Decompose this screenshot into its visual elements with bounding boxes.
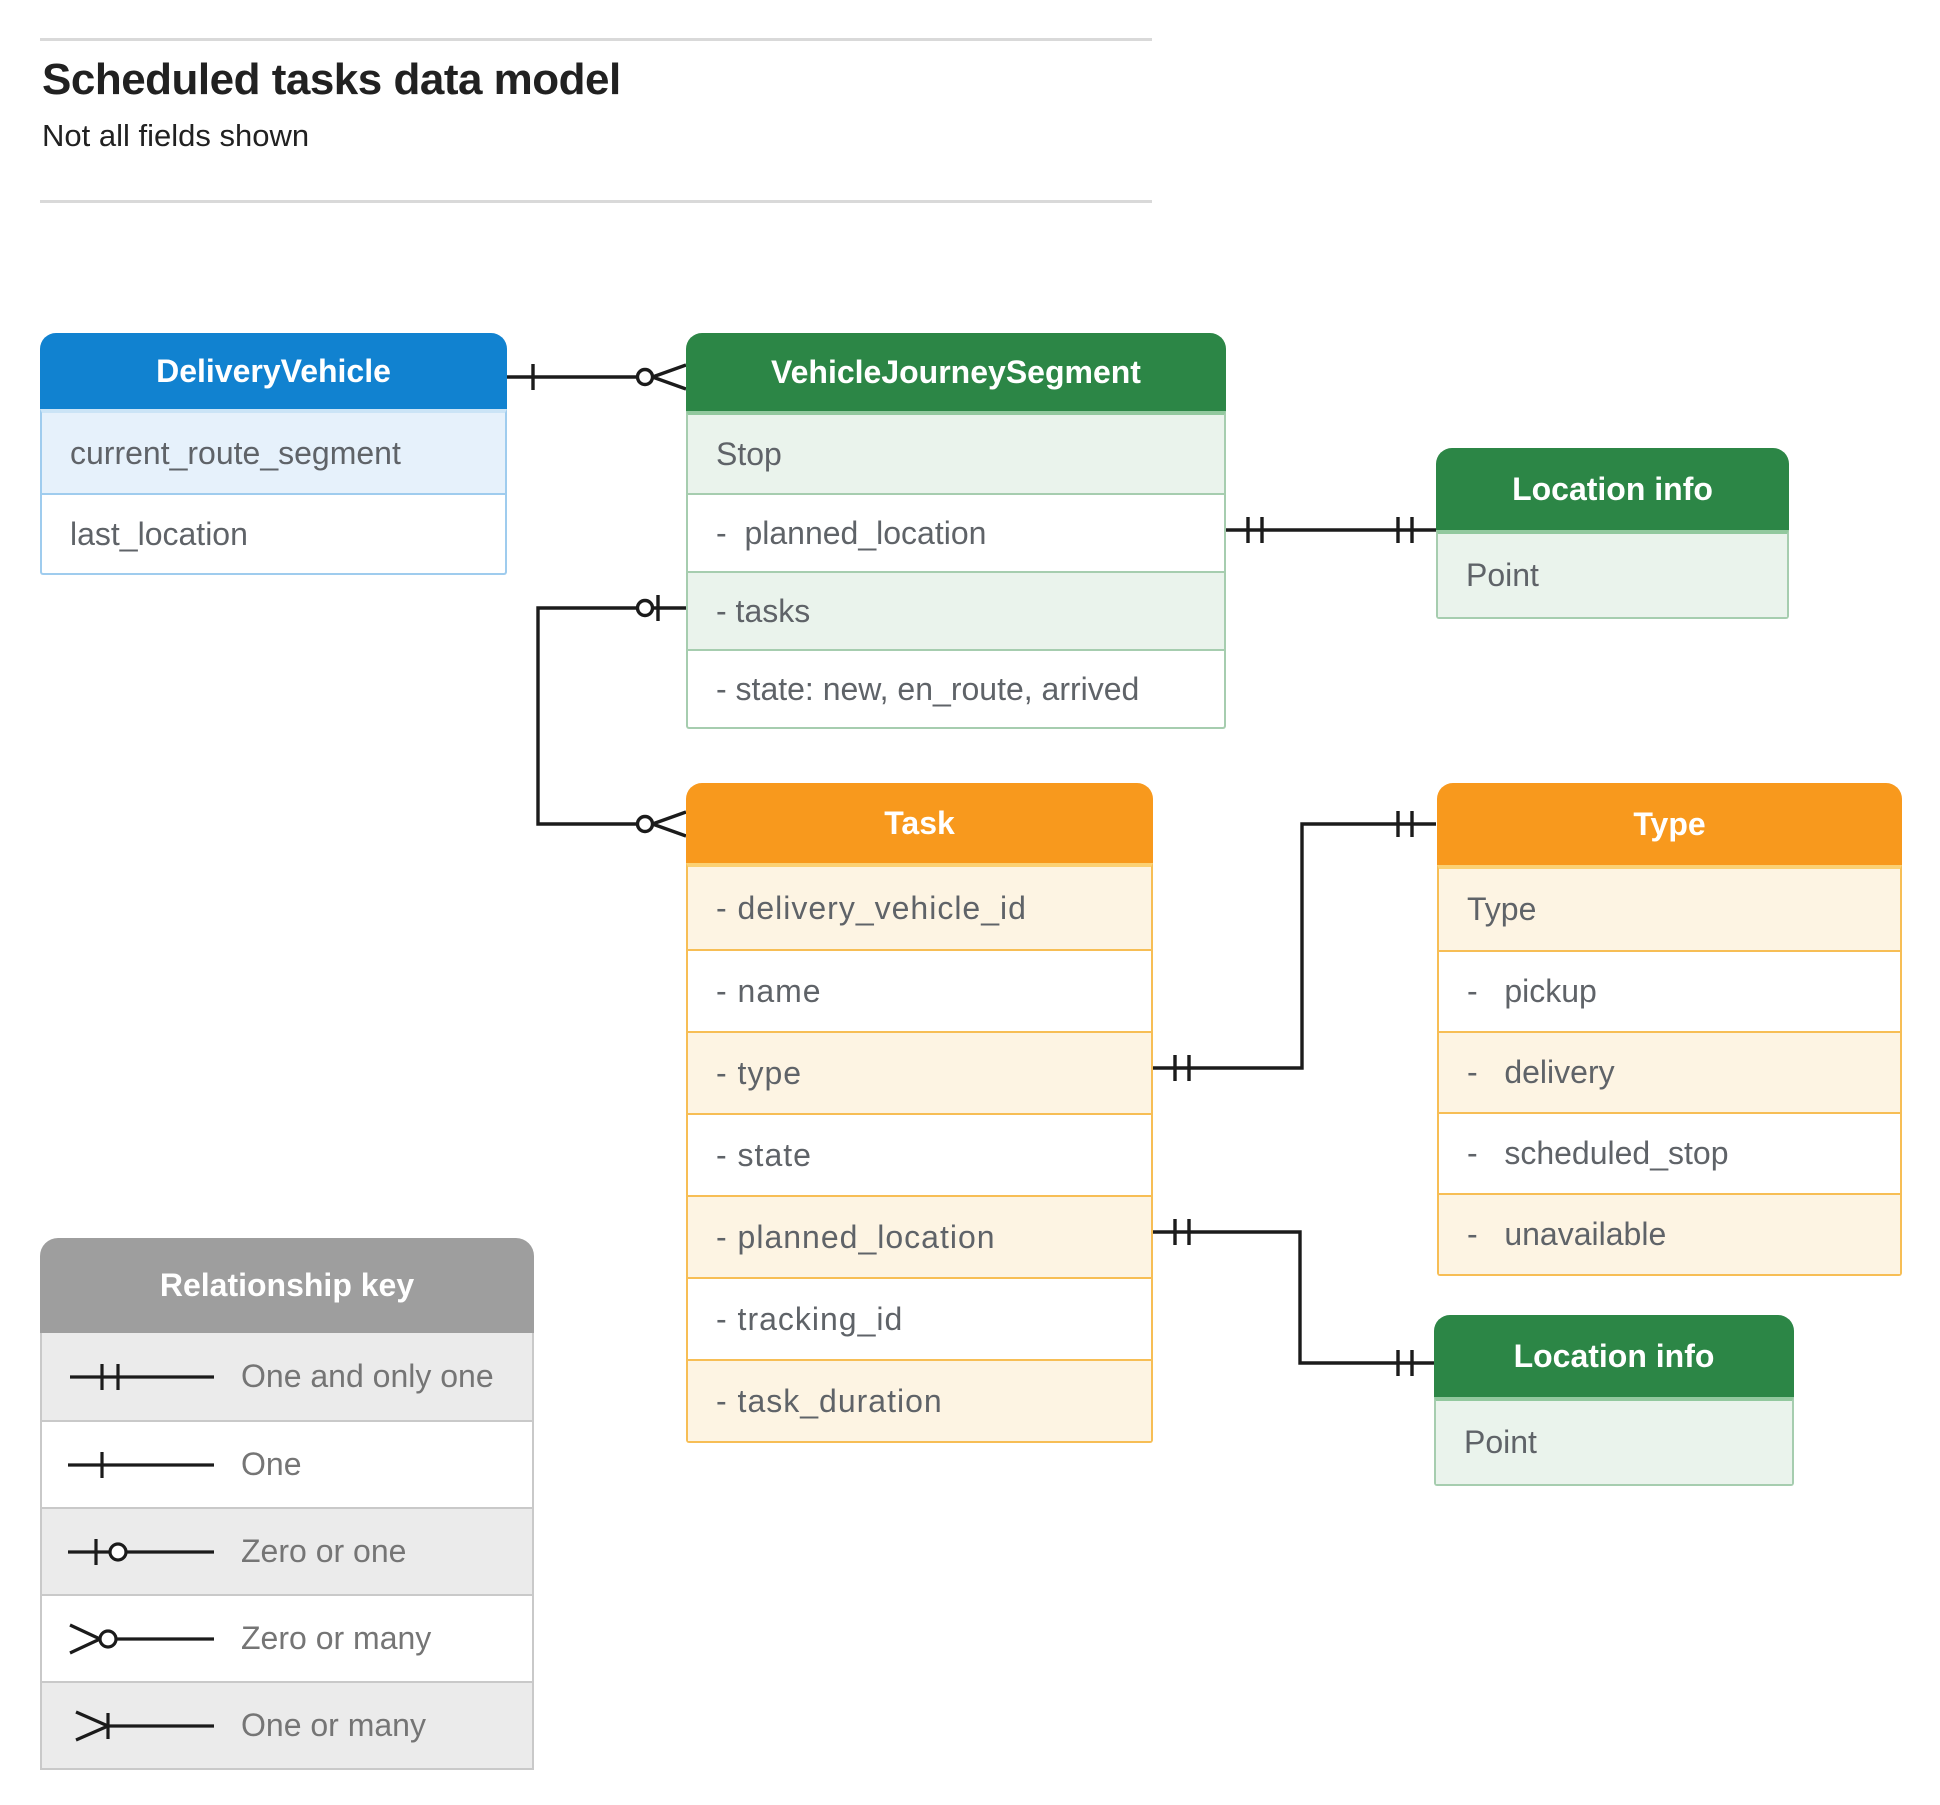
- field-type: - type: [688, 1031, 1151, 1113]
- legend-row-one-or-many: One or many: [42, 1681, 532, 1768]
- entity-task: Task - delivery_vehicle_id - name - type…: [686, 783, 1153, 1443]
- entity-location-info-bottom-header: Location info: [1434, 1315, 1794, 1397]
- entity-delivery-vehicle-header: DeliveryVehicle: [40, 333, 507, 409]
- legend-row-one: One: [42, 1420, 532, 1507]
- entity-type: Type Type - pickup - delivery - schedule…: [1437, 783, 1902, 1276]
- field-unavailable: - unavailable: [1439, 1193, 1900, 1274]
- entity-delivery-vehicle: DeliveryVehicle current_route_segment la…: [40, 333, 507, 575]
- field-last-location: last_location: [42, 493, 505, 573]
- relationship-key: Relationship key One and only one One: [40, 1238, 534, 1770]
- field-point: Point: [1438, 534, 1787, 617]
- field-delivery: - delivery: [1439, 1031, 1900, 1112]
- legend-row-zero-or-one: Zero or one: [42, 1507, 532, 1594]
- entity-location-info-top-body: Point: [1436, 530, 1789, 619]
- legend-label: One and only one: [241, 1358, 494, 1394]
- legend-row-one-and-only-one: One and only one: [42, 1333, 532, 1420]
- entity-vehicle-journey-segment: VehicleJourneySegment Stop - planned_loc…: [686, 333, 1226, 729]
- connector-deliveryvehicle-vehiclejourneysegment: [507, 363, 687, 391]
- field-pickup: - pickup: [1439, 950, 1900, 1031]
- one-and-only-one-icon: [70, 1363, 214, 1390]
- entity-vehicle-journey-segment-header: VehicleJourneySegment: [686, 333, 1226, 411]
- field-scheduled-stop: - scheduled_stop: [1439, 1112, 1900, 1193]
- field-state: - state: [688, 1113, 1151, 1195]
- entity-location-info-bottom-body: Point: [1434, 1397, 1794, 1486]
- field-stop: Stop: [688, 415, 1224, 493]
- legend-label: One: [241, 1446, 302, 1482]
- entity-title: VehicleJourneySegment: [771, 353, 1141, 390]
- relationship-key-header: Relationship key: [40, 1238, 534, 1333]
- entity-type-body: Type - pickup - delivery - scheduled_sto…: [1437, 865, 1902, 1276]
- entity-title: Location info: [1512, 470, 1713, 507]
- entity-task-header: Task: [686, 783, 1153, 863]
- entity-task-body: - delivery_vehicle_id - name - type - st…: [686, 863, 1153, 1443]
- connector-tasks-task: [536, 595, 687, 838]
- one-or-many-icon: [75, 1710, 214, 1741]
- field-current-route-segment: current_route_segment: [42, 413, 505, 493]
- field-state: - state: new, en_route, arrived: [688, 649, 1224, 727]
- legend-label: Zero or one: [241, 1533, 407, 1569]
- zero-or-many-icon: [69, 1623, 214, 1654]
- entity-title: Type: [1633, 805, 1706, 842]
- top-rule: [40, 38, 1152, 41]
- entity-type-header: Type: [1437, 783, 1902, 865]
- field-type-label: Type: [1439, 869, 1900, 950]
- field-task-duration: - task_duration: [688, 1359, 1151, 1441]
- field-planned-location: - planned_location: [688, 1195, 1151, 1277]
- one-icon: [68, 1451, 214, 1478]
- title-bottom-rule: [40, 200, 1152, 203]
- connector-plannedlocation-locationinfo-bottom: [1153, 1219, 1434, 1376]
- legend-row-zero-or-many: Zero or many: [42, 1594, 532, 1681]
- entity-location-info-top-header: Location info: [1436, 448, 1789, 530]
- field-tasks: - tasks: [688, 571, 1224, 649]
- page-subtitle: Not all fields shown: [42, 118, 310, 153]
- entity-vehicle-journey-segment-body: Stop - planned_location - tasks - state:…: [686, 411, 1226, 729]
- legend-label: Zero or many: [241, 1620, 432, 1656]
- entity-delivery-vehicle-body: current_route_segment last_location: [40, 409, 507, 575]
- field-delivery-vehicle-id: - delivery_vehicle_id: [688, 867, 1151, 949]
- connector-plannedlocation-locationinfo-top: [1226, 517, 1436, 543]
- legend-label: One or many: [241, 1707, 426, 1743]
- relationship-key-body: One and only one One Zero or one: [40, 1333, 534, 1770]
- field-point: Point: [1436, 1401, 1792, 1484]
- connector-type-typeenum: [1153, 811, 1436, 1081]
- entity-title: Task: [884, 804, 955, 841]
- relationship-key-title: Relationship key: [159, 1267, 415, 1303]
- field-tracking-id: - tracking_id: [688, 1277, 1151, 1359]
- field-planned-location: - planned_location: [688, 493, 1224, 571]
- entity-title: Location info: [1513, 1337, 1715, 1374]
- zero-or-one-icon: [68, 1538, 214, 1565]
- entity-location-info-bottom: Location info Point: [1434, 1315, 1794, 1486]
- field-name: - name: [688, 949, 1151, 1031]
- page-title: Scheduled tasks data model: [42, 55, 621, 104]
- entity-location-info-top: Location info Point: [1436, 448, 1789, 619]
- entity-title: DeliveryVehicle: [156, 352, 391, 389]
